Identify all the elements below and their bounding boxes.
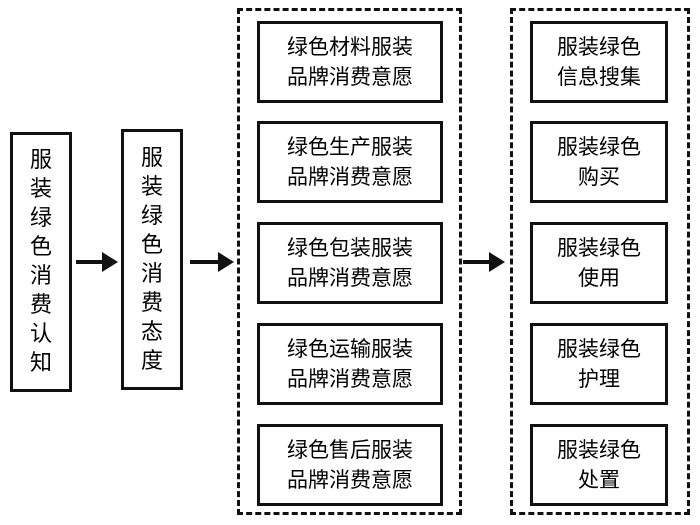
behavior-node-label: 服装绿色 使用: [557, 236, 641, 290]
node-green-consumption-cognition: 服装绿色消费认知: [10, 132, 72, 392]
node-label-char: 消: [29, 264, 52, 289]
intention-node-label: 绿色售后服装 品牌消费意愿: [287, 438, 413, 492]
node-label-char: 态: [140, 319, 163, 345]
group-intention: [237, 8, 462, 515]
behavior-node-label: 服装绿色 护理: [557, 337, 641, 391]
node-label-char: 费: [140, 290, 163, 316]
intention-node: 绿色运输服装 品牌消费意愿: [257, 323, 443, 405]
node-label-char: 认: [29, 322, 52, 347]
behavior-node-label: 服装绿色 信息搜集: [557, 35, 641, 89]
arrow-attitude-to-intention: [190, 252, 234, 272]
intention-node-label: 绿色包装服装 品牌消费意愿: [287, 236, 413, 290]
node-label-char: 消: [140, 261, 163, 287]
node-label-char: 装: [140, 174, 163, 200]
intention-node-label: 绿色生产服装 品牌消费意愿: [287, 135, 413, 189]
intention-node: 绿色材料服装 品牌消费意愿: [257, 21, 443, 103]
node-label-char: 绿: [29, 206, 52, 231]
behavior-node: 服装绿色 护理: [530, 323, 668, 405]
intention-node: 绿色售后服装 品牌消费意愿: [257, 424, 443, 506]
node-label-char: 度: [140, 348, 163, 374]
behavior-node: 服装绿色 使用: [530, 222, 668, 304]
arrow-intention-to-behavior: [463, 252, 505, 272]
behavior-node: 服装绿色 处置: [530, 424, 668, 506]
behavior-node: 服装绿色 信息搜集: [530, 21, 668, 103]
node-label-char: 知: [29, 351, 52, 376]
node-label-char: 色: [29, 235, 52, 260]
behavior-node-label: 服装绿色 购买: [557, 135, 641, 189]
node-label-char: 色: [140, 232, 163, 258]
node-label-char: 装: [29, 177, 52, 202]
intention-node-label: 绿色运输服装 品牌消费意愿: [287, 337, 413, 391]
arrow-cognition-to-attitude: [76, 252, 118, 272]
intention-node: 绿色包装服装 品牌消费意愿: [257, 222, 443, 304]
behavior-node: 服装绿色 购买: [530, 121, 668, 203]
node-label-char: 绿: [140, 203, 163, 229]
node-green-consumption-attitude: 服装绿色消费态度: [121, 129, 183, 390]
node-label-char: 服: [140, 145, 163, 171]
group-behavior: [510, 8, 690, 515]
node-label-char: 服: [29, 148, 52, 173]
intention-node: 绿色生产服装 品牌消费意愿: [257, 121, 443, 203]
intention-node-label: 绿色材料服装 品牌消费意愿: [287, 35, 413, 89]
node-label-char: 费: [29, 293, 52, 318]
behavior-node-label: 服装绿色 处置: [557, 438, 641, 492]
